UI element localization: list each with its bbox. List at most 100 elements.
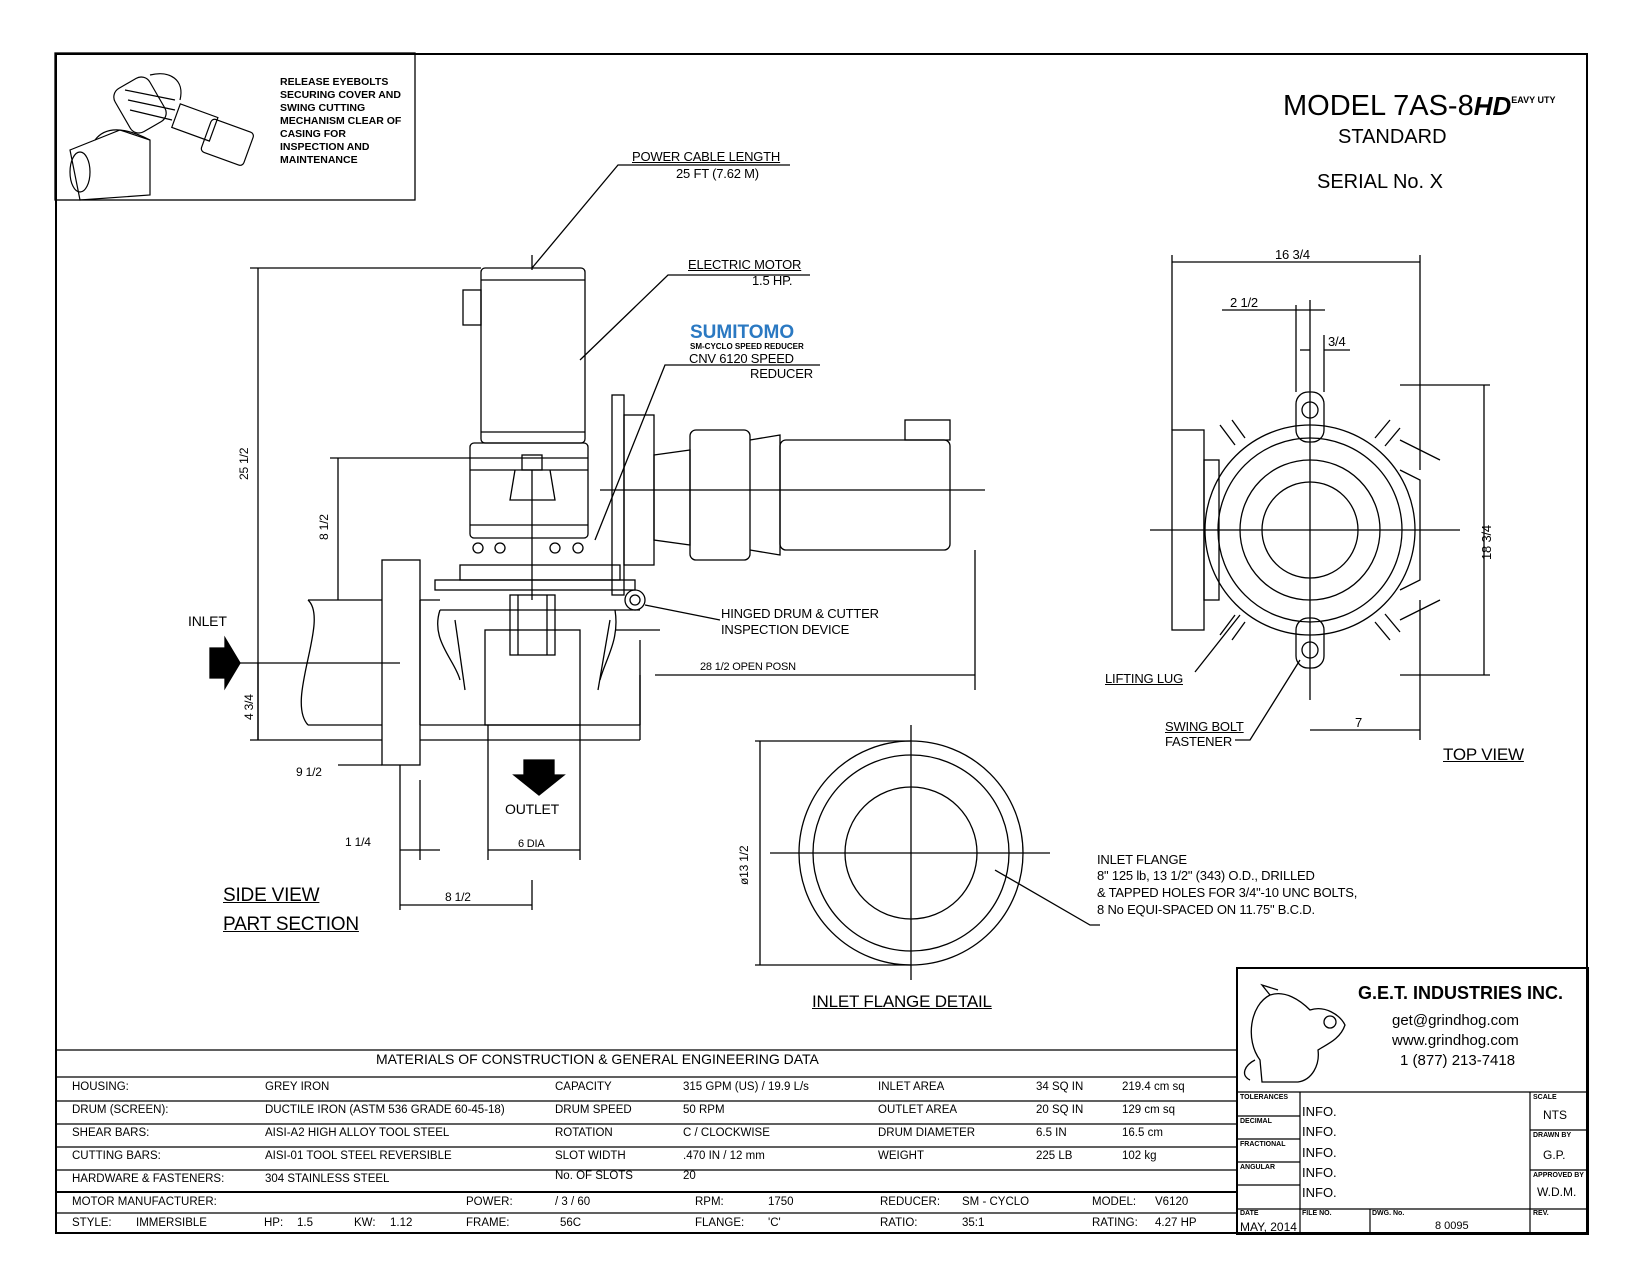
- side-view: [209, 164, 985, 910]
- sumitomo-logo: SUMITOMO: [690, 322, 795, 343]
- dim-9-half: 9 1/2: [296, 765, 322, 779]
- mat-cell: DRUM SPEED: [555, 1104, 632, 1116]
- mat-cell: DRUM DIAMETER: [878, 1127, 976, 1139]
- motor-cell: 56C: [560, 1217, 582, 1229]
- motor-cell: 4.27 HP: [1155, 1217, 1197, 1229]
- sumitomo-subtitle: SM-CYCLO SPEED REDUCER: [690, 342, 804, 351]
- mat-cell: HARDWARE & FASTENERS:: [72, 1173, 225, 1185]
- date-value: MAY, 2014: [1240, 1220, 1297, 1234]
- info-cell: INFO.: [1302, 1124, 1337, 1139]
- dwg-no-value: 8 0095: [1435, 1220, 1469, 1232]
- drawn-by-label: DRAWN BY: [1533, 1132, 1572, 1139]
- materials-title: MATERIALS OF CONSTRUCTION & GENERAL ENGI…: [376, 1051, 819, 1067]
- thumbnail-sketch-icon: [69, 73, 254, 201]
- approved-by-label: APPROVED BY: [1533, 1172, 1584, 1179]
- swing-bolt-label-2: FASTENER: [1165, 734, 1233, 749]
- dim-16-3-4: 16 3/4: [1275, 247, 1310, 262]
- mat-cell: .470 IN / 12 mm: [683, 1150, 765, 1162]
- model-title: MODEL 7AS-8HDEAVY UTY: [1283, 90, 1556, 123]
- tolerances-label: TOLERANCES: [1240, 1094, 1289, 1101]
- motor-cell: SM - CYCLO: [962, 1196, 1030, 1208]
- mat-cell: No. OF SLOTS: [555, 1170, 633, 1182]
- dim-2-1-2: 2 1/2: [1230, 295, 1258, 310]
- motor-cell: POWER:: [466, 1196, 513, 1208]
- motor-cell: 35:1: [962, 1217, 985, 1229]
- motor-cell: FRAME:: [466, 1217, 510, 1229]
- flange-note-1: INLET FLANGE: [1097, 852, 1187, 867]
- mat-cell: 304 STAINLESS STEEL: [265, 1173, 390, 1185]
- materials-table-grid: [55, 967, 1589, 1235]
- mat-cell: 6.5 IN: [1036, 1127, 1067, 1139]
- power-cable-length: 25 FT (7.62 M): [676, 166, 759, 181]
- decimal-label: DECIMAL: [1240, 1118, 1272, 1125]
- motor-cell: IMMERSIBLE: [136, 1217, 207, 1229]
- info-cell: INFO.: [1302, 1185, 1337, 1200]
- dim-8-half: 8 1/2: [317, 514, 331, 540]
- motor-cell: 1750: [768, 1196, 794, 1208]
- mat-cell: AISI-01 TOOL STEEL REVERSIBLE: [265, 1150, 452, 1162]
- hog-logo-icon: [1243, 983, 1346, 1083]
- serial-label: SERIAL No. X: [1317, 171, 1443, 193]
- top-view: [1150, 255, 1490, 741]
- drawing-frame: [55, 53, 1588, 1234]
- flange-note-2: 8" 125 lb, 13 1/2" (343) O.D., DRILLED: [1097, 868, 1315, 883]
- hinged-label-1: HINGED DRUM & CUTTER: [721, 606, 879, 621]
- swing-bolt-label-1: SWING BOLT: [1165, 719, 1244, 734]
- side-view-title: SIDE VIEW: [223, 885, 320, 906]
- maintenance-note: RELEASE EYEBOLTS SECURING COVER AND SWIN…: [280, 76, 402, 166]
- hinged-label-2: INSPECTION DEVICE: [721, 622, 850, 637]
- top-view-title: TOP VIEW: [1443, 745, 1524, 764]
- mat-cell: 20: [683, 1170, 696, 1182]
- model-hd-sub: EAVY UTY: [1511, 95, 1556, 105]
- dim-18-3-4: 18 3/4: [1479, 525, 1494, 560]
- motor-cell: / 3 / 60: [555, 1196, 591, 1208]
- motor-hp-label: 1.5 HP.: [752, 273, 793, 288]
- mat-cell: AISI-A2 HIGH ALLOY TOOL STEEL: [265, 1127, 450, 1139]
- mat-cell: DUCTILE IRON (ASTM 536 GRADE 60-45-18): [265, 1104, 505, 1116]
- drawn-by-value: G.P.: [1543, 1148, 1566, 1162]
- company-web: www.grindhog.com: [1392, 1032, 1519, 1049]
- mat-cell: GREY IRON: [265, 1081, 330, 1093]
- motor-cell: HP:: [264, 1217, 284, 1229]
- mat-cell: CAPACITY: [555, 1081, 612, 1093]
- dim-4-three-quarter: 4 3/4: [242, 694, 256, 720]
- company-phone: 1 (877) 213-7418: [1400, 1052, 1516, 1069]
- rev-label: REV.: [1533, 1210, 1549, 1217]
- motor-cell: STYLE:: [72, 1217, 112, 1229]
- motor-cell: KW:: [354, 1217, 376, 1229]
- inlet-flange-detail: [755, 725, 1100, 980]
- mat-cell: DRUM (SCREEN):: [72, 1104, 169, 1116]
- mat-cell: SHEAR BARS:: [72, 1127, 150, 1139]
- maintenance-box: [54, 52, 416, 201]
- motor-cell: FLANGE:: [695, 1217, 745, 1229]
- model-name: MODEL 7AS-8: [1283, 90, 1474, 122]
- approved-by-value: W.D.M.: [1537, 1185, 1577, 1199]
- mat-cell: ROTATION: [555, 1127, 613, 1139]
- mat-cell: 50 RPM: [683, 1104, 725, 1116]
- info-cell: INFO.: [1302, 1104, 1337, 1119]
- company-name: G.E.T. INDUSTRIES INC.: [1358, 983, 1564, 1003]
- outlet-label: OUTLET: [505, 801, 560, 817]
- motor-cell: 1.12: [390, 1217, 413, 1229]
- mat-cell: 34 SQ IN: [1036, 1081, 1084, 1093]
- motor-cell: MODEL:: [1092, 1196, 1137, 1208]
- mat-cell: INLET AREA: [878, 1081, 945, 1093]
- dim-8-half-b: 8 1/2: [445, 890, 471, 904]
- mat-cell: 16.5 cm: [1122, 1127, 1163, 1139]
- part-section-title: PART SECTION: [223, 914, 359, 935]
- inlet-label: INLET: [188, 613, 227, 629]
- dwg-no-label: DWG. No.: [1372, 1210, 1405, 1217]
- mat-cell: 219.4 cm sq: [1122, 1081, 1185, 1093]
- scale-value: NTS: [1543, 1108, 1567, 1122]
- angular-label: ANGULAR: [1240, 1164, 1275, 1171]
- dim-1-quarter: 1 1/4: [345, 835, 371, 849]
- model-hd-mark: HD: [1473, 91, 1512, 121]
- motor-cell: 'C': [768, 1217, 781, 1229]
- fractional-label: FRACTIONAL: [1240, 1141, 1286, 1148]
- motor-cell: 1.5: [297, 1217, 313, 1229]
- motor-cell: MOTOR MANUFACTURER:: [72, 1196, 217, 1208]
- flange-dia-dim: ø13 1/2: [737, 845, 751, 885]
- flange-note-4: 8 No EQUI-SPACED ON 11.75" B.C.D.: [1097, 902, 1315, 917]
- electric-motor-label: ELECTRIC MOTOR: [688, 257, 802, 272]
